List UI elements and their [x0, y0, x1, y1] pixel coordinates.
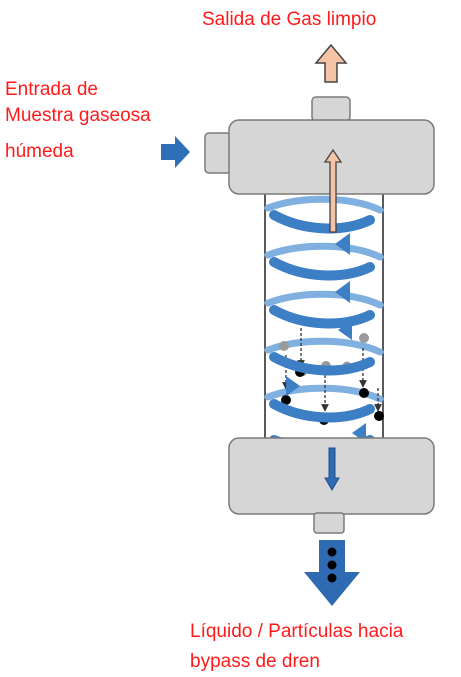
drain-label-line2: bypass de dren: [190, 651, 320, 672]
inlet-label-line3: húmeda: [5, 141, 74, 162]
helix-back: [264, 195, 384, 403]
drain-arrow: [304, 540, 360, 606]
drain-downflow-arrow: [324, 447, 340, 491]
top-outlet-port: [311, 96, 351, 122]
inlet-port: [204, 132, 232, 174]
clean-gas-upflow-arrow: [323, 148, 343, 233]
outlet-label: Salida de Gas limpio: [202, 9, 377, 30]
inlet-arrow: [161, 136, 190, 168]
drain-label-line1: Líquido / Partículas hacia: [190, 621, 404, 642]
helix-arrowheads: [286, 233, 366, 443]
drain-droplets: [327, 547, 337, 583]
clean-gas-outlet-arrow: [314, 43, 348, 83]
inlet-label-line1: Entrada de: [5, 79, 98, 100]
drain-port: [313, 512, 345, 534]
inlet-label-line2: Muestra gaseosa: [5, 105, 151, 126]
